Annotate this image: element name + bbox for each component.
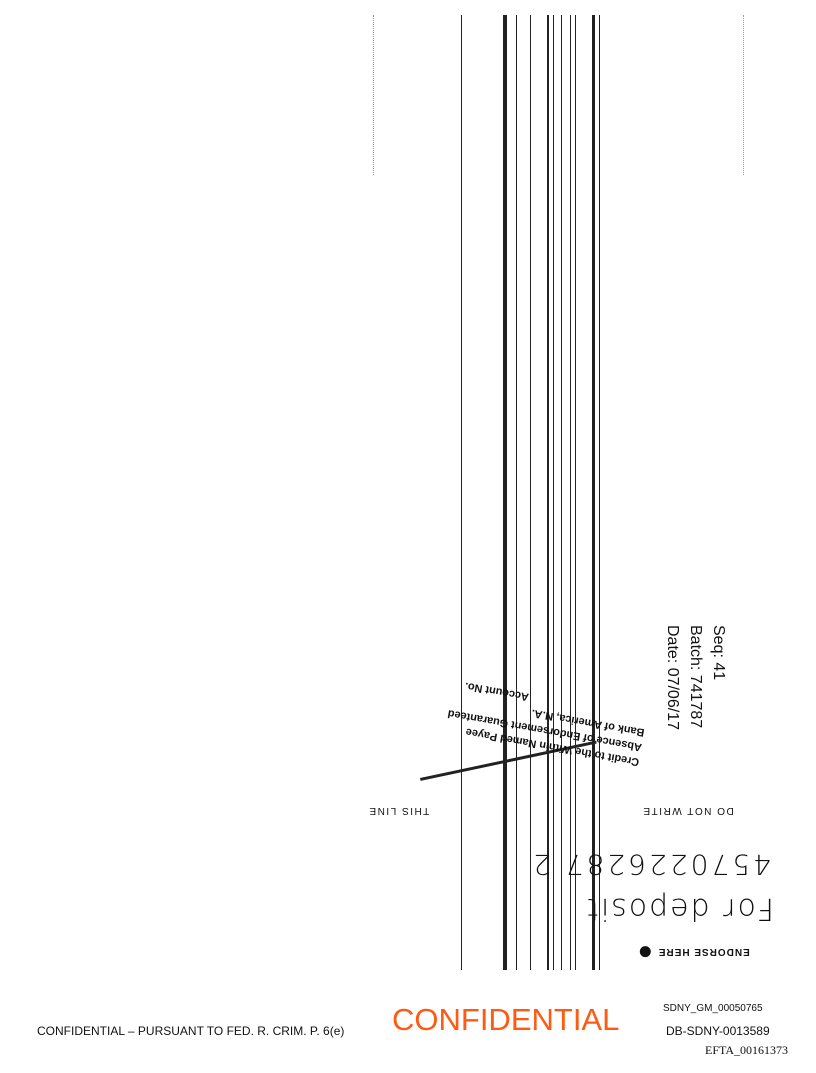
batch-info: Seq: 41 Batch: 741787 Date: 07/06/17	[661, 625, 730, 730]
this-line-label: THIS LINE	[368, 805, 430, 816]
vertical-line	[461, 15, 462, 970]
vertical-line	[530, 15, 531, 970]
faint-box-right	[743, 15, 744, 175]
confidential-stamp: CONFIDENTIAL	[392, 1002, 620, 1037]
vertical-line	[599, 15, 600, 970]
endorse-here-text: ENDORSE HERE	[657, 946, 750, 957]
vertical-line	[503, 15, 507, 970]
date-label: Date: 07/06/17	[664, 625, 681, 730]
handwritten-account-number: 4570226287 2	[530, 848, 771, 881]
do-not-write-label: DO NOT WRITE	[642, 805, 734, 816]
faint-box-left	[373, 15, 374, 175]
vertical-line	[553, 15, 554, 970]
bates-number-efta: EFTA_00161373	[705, 1043, 789, 1057]
bank-endorsement-stamp: Credit to the Within Named Payee Absence…	[397, 667, 649, 769]
bates-number-db-sdny: DB-SDNY-0013589	[666, 1024, 770, 1038]
vertical-line	[547, 15, 549, 970]
endorse-here-label: ENDORSE HERE	[640, 946, 750, 958]
endorse-circle-icon	[640, 946, 651, 958]
batch-label: Batch: 741787	[687, 625, 704, 729]
vertical-line	[592, 15, 595, 970]
vertical-line	[561, 15, 562, 970]
vertical-line	[570, 15, 571, 970]
handwritten-for-deposit: For deposit	[585, 891, 775, 926]
confidential-notice: CONFIDENTIAL – PURSUANT TO FED. R. CRIM.…	[37, 1024, 345, 1038]
bates-number-sdny-gm: SDNY_GM_00050765	[663, 1003, 763, 1014]
seq-label: Seq: 41	[710, 625, 727, 681]
vertical-line	[516, 15, 517, 970]
vertical-line	[575, 15, 576, 970]
